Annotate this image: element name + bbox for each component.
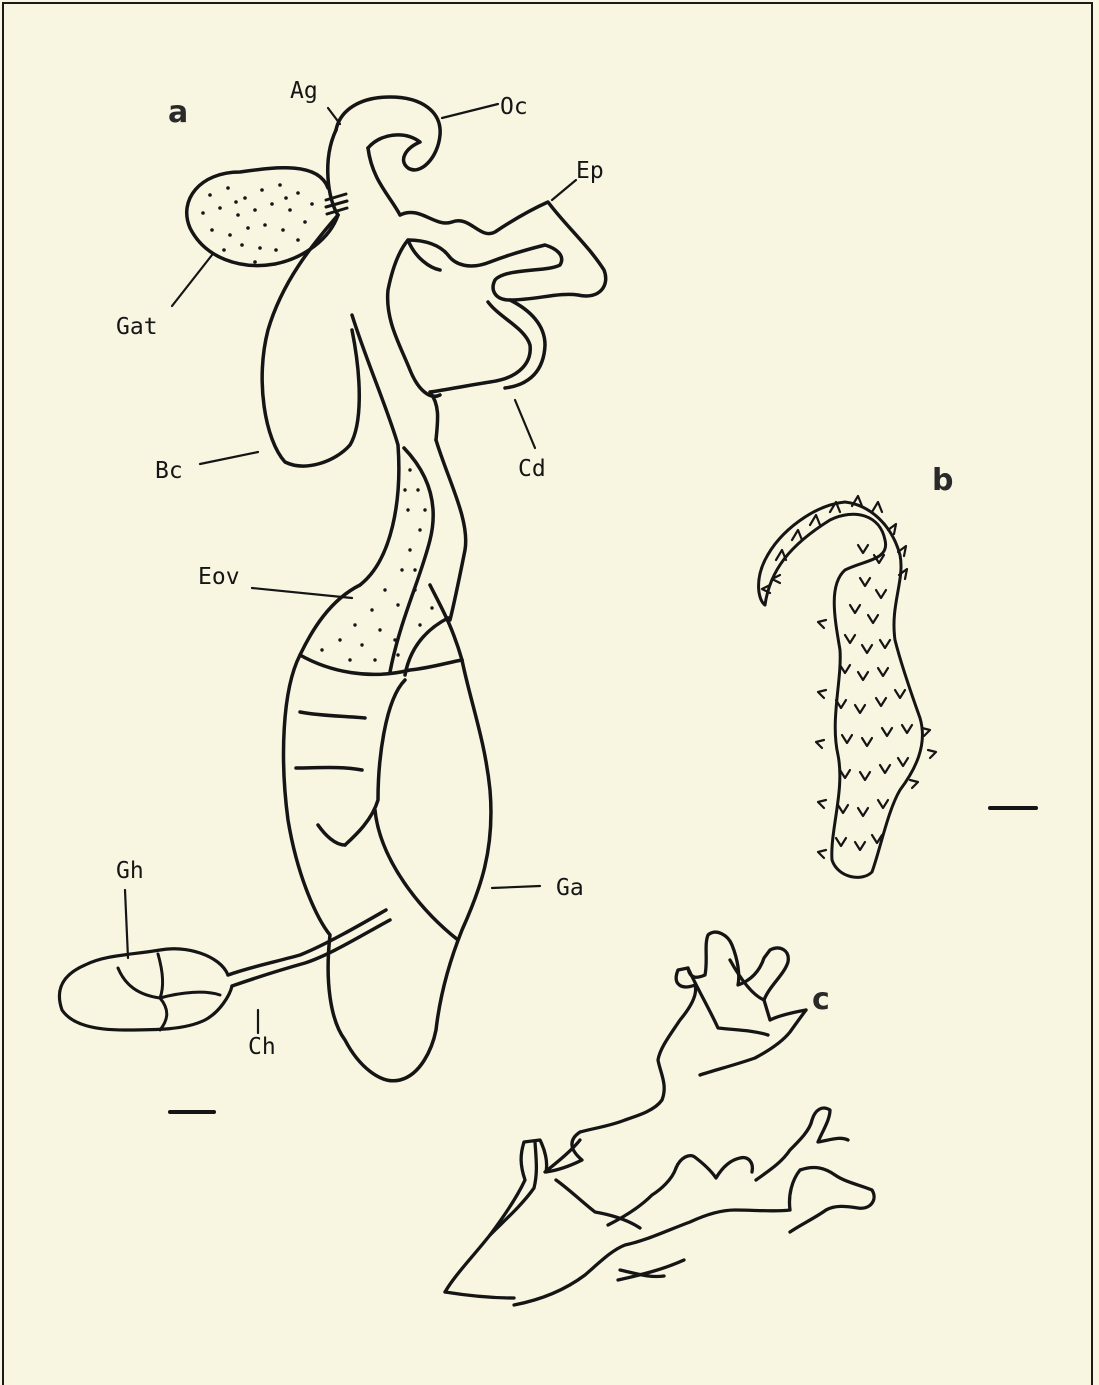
bursa-copulatrix-outline <box>262 215 359 466</box>
label-gat: Gat <box>116 316 158 339</box>
panel-c-drawing <box>0 0 874 1305</box>
atrial-gland-outline <box>187 168 338 266</box>
label-cd: Cd <box>518 458 546 481</box>
spine-marks <box>762 496 936 858</box>
albumen-fold-3 <box>318 825 345 845</box>
albumen-fold-2 <box>296 768 362 771</box>
panel-a-leader-lines <box>125 104 576 1033</box>
label-eov: Eov <box>198 566 240 589</box>
branch-fork-mid <box>556 1180 640 1228</box>
label-ag: Ag <box>290 80 318 103</box>
hermaphrodite-gland-lobe-1 <box>118 968 160 998</box>
albumen-gland-outline <box>328 130 338 215</box>
panel-label-c: c <box>812 985 830 1015</box>
panel-label-b: b <box>932 466 953 496</box>
branched-structure-upper <box>445 932 806 1292</box>
label-gh: Gh <box>116 860 144 883</box>
atrial-gland-stipple <box>201 183 314 264</box>
branch-stub-5 <box>676 1156 752 1178</box>
hermaphrodite-duct-upper <box>228 910 386 975</box>
spermoviduct-left-wall <box>352 315 399 585</box>
canal-duct-outline <box>430 302 530 440</box>
label-ga: Ga <box>556 877 584 900</box>
label-ch: Ch <box>248 1036 276 1059</box>
hermaphrodite-gland-lobe-4 <box>158 954 163 998</box>
label-bc: Bc <box>155 460 183 483</box>
ovotestis-outline <box>336 97 440 170</box>
panel-b-drawing <box>759 496 1036 877</box>
eov-region-outline <box>390 448 433 672</box>
hermaphrodite-gland-lobe-3 <box>160 992 220 998</box>
spiny-structure-outline-left <box>759 502 923 877</box>
label-oc: Oc <box>500 96 528 119</box>
branch-base-left <box>445 1292 514 1298</box>
hermaphrodite-gland-outline <box>59 949 232 1030</box>
panel-a-drawing <box>59 97 605 1112</box>
branch-fork-left <box>490 1142 536 1235</box>
spermoviduct-right-wall <box>436 440 466 620</box>
label-ep: Ep <box>576 160 604 183</box>
hermaphrodite-gland-lobe-2 <box>160 998 167 1030</box>
albumen-fold-1 <box>300 712 365 718</box>
hermaphrodite-duct-lower <box>232 920 390 986</box>
panel-label-a: a <box>168 98 188 128</box>
